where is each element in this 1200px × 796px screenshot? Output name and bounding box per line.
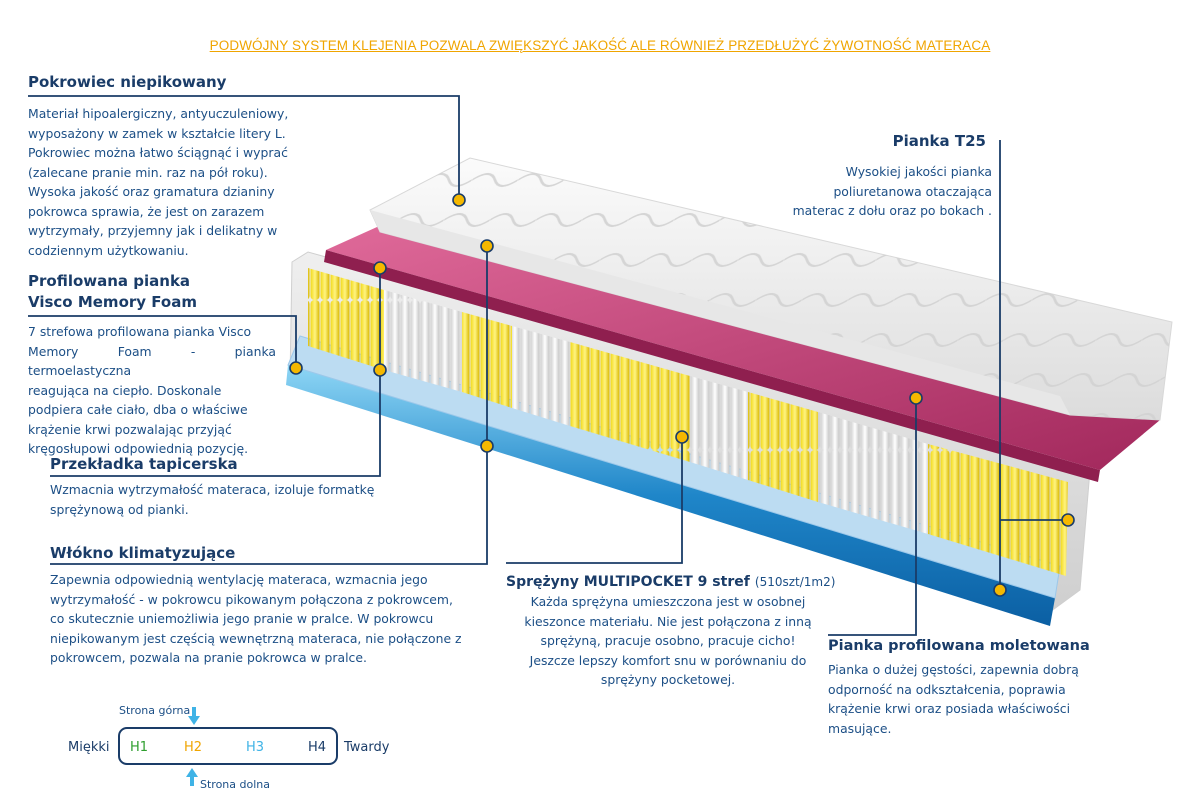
pokrowiec-description: Materiał hipoalergiczny, antyuczuleniowy… (28, 104, 328, 260)
marker-t25-side (1061, 513, 1075, 527)
marker-visco (289, 361, 303, 375)
marker-pokrowiec (452, 193, 466, 207)
sprezyny-title-row: Sprężyny MULTIPOCKET 9 stref (510szt/1m2… (506, 571, 835, 590)
hardness-top-label: Strona górna (119, 704, 191, 717)
marker-przekladka-top (373, 261, 387, 275)
line-pokrowiec (28, 95, 460, 200)
text-line: Memory Foam - pianka termoelastyczna (28, 343, 276, 379)
sprezyny-title-note: (510szt/1m2) (754, 575, 836, 589)
marker-wlokno (480, 439, 494, 453)
markers (289, 193, 1075, 597)
pokrowiec-title: Pokrowiec niepikowany (28, 73, 227, 91)
visco-title-line1: Profilowana pianka (28, 272, 191, 290)
hardness-left-label: Miękki (68, 740, 110, 755)
text-line: Pokrowiec można łatwo ściągnąć i wyprać (28, 145, 288, 160)
down-arrow-stem (192, 707, 196, 716)
hardness-level-h1: H1 (130, 740, 149, 755)
marker-t25 (993, 583, 1007, 597)
arrow-down-icon (188, 716, 200, 725)
up-arrow-stem (190, 777, 194, 786)
text-line: reagująca na ciepło. Doskonale (28, 382, 222, 398)
wlokno-description: Zapewnia odpowiednią wentylację materaca… (50, 570, 470, 668)
text-line: co skutecznie uniemożliwia jego pranie w… (50, 611, 434, 626)
text-line: wytrzymałość - w pokrowcu pikowanym połą… (50, 591, 453, 607)
text-line: Wysoka jakość oraz gramatura dzianiny (28, 184, 275, 199)
cover-quilting (370, 158, 1172, 420)
sprezyny-title: Sprężyny MULTIPOCKET 9 stref (506, 574, 750, 590)
hardness-bottom-label: Strona dolna (200, 778, 270, 791)
spring-zone-2 (384, 290, 462, 392)
spring-zone-6 (690, 376, 748, 480)
wlokno-title: Włókno klimatyzujące (50, 544, 236, 562)
callout-lines (28, 95, 1068, 636)
text-line: materac z dołu oraz po bokach . (792, 203, 992, 218)
marker-wlokno-top (480, 239, 494, 253)
text-line: sprężyną, pracuje osobno, pracuje cicho! (540, 633, 796, 648)
text-line: niepikowanym jest częścią wewnętrzną mat… (50, 630, 462, 646)
visco-title-line2: Visco Memory Foam (28, 293, 197, 311)
text-line: wyposażony w zamek w kształcie litery L. (28, 125, 286, 141)
text-line: krążenie krwi pozwalając przyjąć (28, 421, 232, 437)
hardness-scale (118, 727, 338, 765)
przekladka-title: Przekładka tapicerska (50, 455, 238, 473)
line-przekladka (50, 268, 381, 477)
text-line: Zapewnia odpowiednią wentylację materaca… (50, 572, 428, 587)
text-line: sprężynową od pianki. (50, 501, 189, 517)
text-line: Jeszcze lepszy komfort snu w porównaniu … (529, 652, 807, 668)
arrow-up-icon (186, 768, 198, 777)
text-line: pokrowcem, pozwala na pranie pokrowca w … (50, 650, 367, 665)
spring-zone-5 (570, 342, 690, 462)
hardness-level-h2: H2 (184, 740, 203, 755)
text-line: Wzmacnia wytrzymałość materaca, izoluje … (50, 482, 375, 497)
moletowana-description: Pianka o dużej gęstości, zapewnia dobrą … (828, 660, 1118, 738)
line-wlokno (50, 246, 488, 565)
text-line: (zalecane pranie min. raz na pół roku). (28, 164, 268, 180)
text-line: krążenie krwi oraz posiada właściwości (828, 701, 1071, 716)
text-line: sprężyny pocketowej. (600, 672, 736, 687)
text-line: Wysokiej jakości pianka (845, 164, 992, 179)
spring-zone-7 (748, 392, 818, 502)
headline: PODWÓJNY SYSTEM KLEJENIA POZWALA ZWIĘKSZ… (209, 38, 991, 53)
text-line: kieszonce materiału. Nie jest połączona … (524, 613, 812, 629)
text-line: podpiera całe ciało, dba o właściwe (28, 402, 248, 417)
visco-description: 7 strefowa profilowana pianka Visco Memo… (28, 322, 276, 459)
line-visco (28, 315, 297, 368)
marker-sprezyny (675, 430, 689, 444)
line-moletowana (828, 398, 917, 636)
marker-przekladka (373, 363, 387, 377)
text-line: kręgosłupowi odpowiednią pozycję. (28, 441, 249, 456)
text-line: masujące. (828, 720, 892, 736)
line-sprezyny (506, 437, 683, 564)
hardness-level-h3: H3 (246, 740, 265, 755)
text-line: Każda sprężyna umieszczona jest w osobne… (530, 594, 806, 609)
pianka-t25-description: Wysokiej jakości pianka poliuretanowa ot… (760, 162, 992, 221)
spring-zone-8 (818, 412, 928, 534)
text-line: Materiał hipoalergiczny, antyuczuleniowy… (28, 106, 289, 121)
marker-moletowana (909, 391, 923, 405)
cover-front-edge (370, 210, 1070, 415)
spring-zone-9 (928, 444, 1068, 576)
visco-foam-front (324, 250, 1100, 482)
spring-zone-4 (512, 326, 570, 426)
text-line: pokrowca sprawia, że jest on zarazem (28, 203, 265, 219)
visco-foam-layer (326, 222, 1160, 470)
text-line: wytrzymały, przyjemny jak i delikatny w (28, 223, 278, 238)
hardness-right-label: Twardy (344, 740, 390, 755)
text-line: 7 strefowa profilowana pianka Visco (28, 324, 252, 339)
blue-fibre-layer (286, 365, 1055, 626)
przekladka-description: Wzmacnia wytrzymałość materaca, izoluje … (50, 480, 410, 519)
pianka-t25-title: Pianka T25 (892, 132, 986, 150)
text-line: odporność na odkształcenia, poprawia (828, 681, 1066, 697)
hardness-level-h4: H4 (308, 740, 327, 755)
spring-zone-1 (308, 268, 384, 370)
sprezyny-description: Każda sprężyna umieszczona jest w osobne… (520, 592, 816, 690)
moletowana-title: Pianka profilowana moletowana (828, 638, 1090, 654)
text-line: Pianka o dużej gęstości, zapewnia dobrą (828, 662, 1079, 677)
text-line: poliuretanowa otaczająca (833, 183, 992, 199)
text-line: codziennym użytkowaniu. (28, 242, 189, 258)
